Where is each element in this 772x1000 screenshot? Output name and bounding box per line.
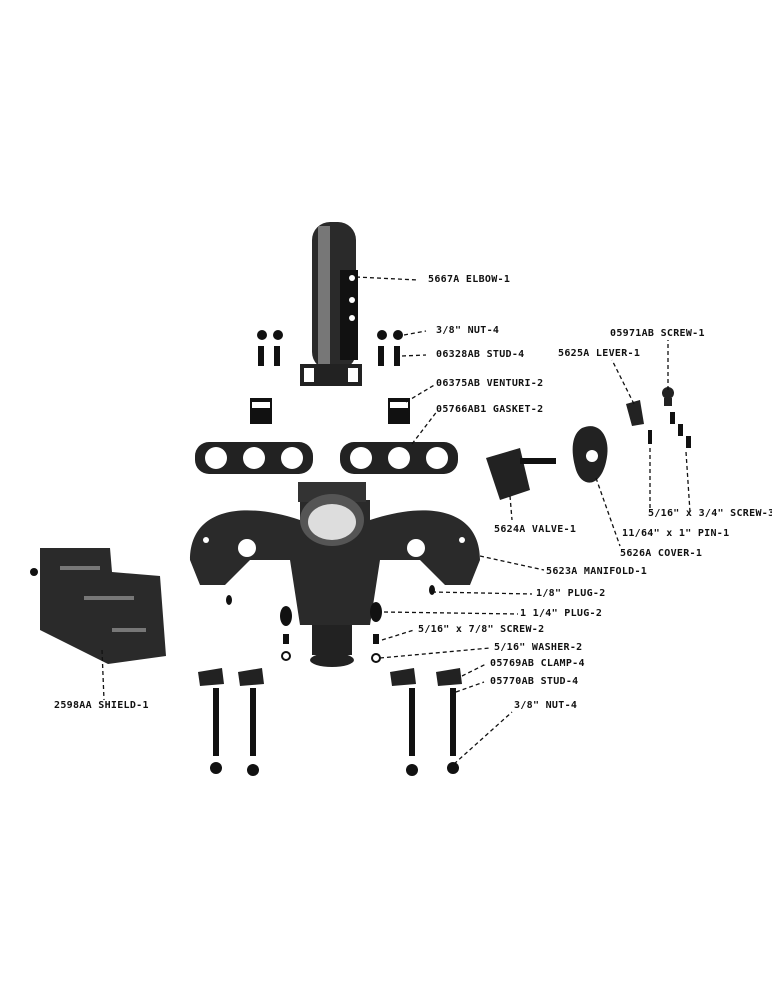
- label-screw-lower: 5/16" x 7/8" SCREW-2: [418, 624, 545, 635]
- valve-part: [486, 448, 556, 500]
- label-washer: 5/16" WASHER-2: [494, 642, 583, 653]
- manifold-part: [190, 482, 480, 667]
- label-venturi: 06375AB VENTURI-2: [436, 378, 544, 389]
- label-nut-lower: 3/8" NUT-4: [514, 700, 578, 711]
- shield-part: [30, 548, 166, 664]
- label-valve: 5624A VALVE-1: [494, 524, 577, 535]
- label-lever: 5625A LEVER-1: [558, 348, 641, 359]
- leader-lines: [101, 276, 691, 765]
- venturi-parts: [250, 398, 410, 424]
- gasket-parts: [195, 442, 458, 474]
- label-stud-lower: 05770AB STUD-4: [490, 676, 579, 687]
- label-plug-small: 1/8" PLUG-2: [536, 588, 606, 599]
- label-clamp: 05769AB CLAMP-4: [490, 658, 585, 669]
- label-manifold: 5623A MANIFOLD-1: [546, 566, 648, 577]
- label-plug-large: 1 1/4" PLUG-2: [520, 608, 603, 619]
- label-screw-top: 05971AB SCREW-1: [610, 328, 705, 339]
- label-screw-cover: 5/16" x 3/4" SCREW-3: [648, 508, 772, 519]
- elbow-part: [300, 222, 362, 386]
- lever-screws-pin: [626, 387, 691, 448]
- label-pin: 11/64" x 1" PIN-1: [622, 528, 730, 539]
- label-elbow: 5667A ELBOW-1: [428, 274, 511, 285]
- cover-part: [572, 426, 608, 483]
- top-nuts-studs: [257, 330, 403, 366]
- label-shield: 2598AA SHIELD-1: [54, 700, 149, 711]
- label-nut-top: 3/8" NUT-4: [436, 325, 500, 336]
- label-stud-top: 06328AB STUD-4: [436, 349, 525, 360]
- label-gasket: 05766AB1 GASKET-2: [436, 404, 544, 415]
- clamps-studs-nuts: [198, 668, 462, 776]
- label-cover: 5626A COVER-1: [620, 548, 703, 559]
